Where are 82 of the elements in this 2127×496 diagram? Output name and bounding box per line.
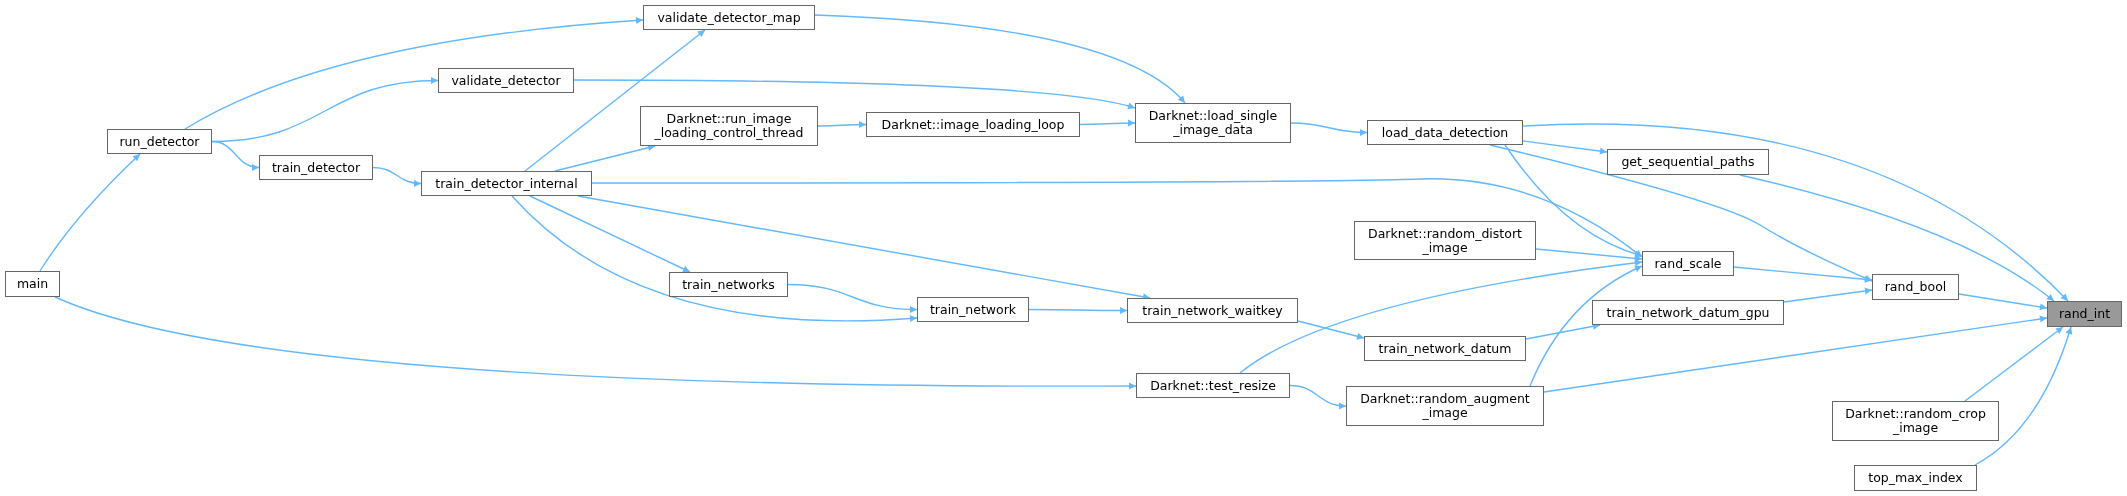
arrow	[211, 140, 260, 171]
arrow	[1079, 119, 1136, 127]
function-name: rand_scale	[1654, 256, 1722, 271]
function-name: train_detector	[271, 160, 361, 175]
function-box	[1642, 251, 1734, 276]
arrow	[1783, 287, 1873, 303]
arrow	[817, 121, 867, 129]
arrow	[529, 195, 691, 273]
function-box	[917, 297, 1029, 322]
function-box	[640, 106, 818, 146]
function-name: rand_int	[2058, 307, 2111, 321]
function-box	[1364, 336, 1526, 361]
arrow	[372, 166, 422, 187]
arrow	[39, 153, 141, 272]
function-name: Darknet::random_crop _image	[1844, 407, 1987, 435]
function-box	[1346, 386, 1544, 426]
arrow	[1522, 140, 1608, 155]
arrow	[54, 296, 1137, 390]
function-name: load_data_detection	[1381, 125, 1509, 140]
arrow	[814, 14, 1186, 104]
arrow	[1522, 123, 2069, 302]
function-name: train_network_datum_gpu	[1606, 305, 1770, 320]
function-box	[2047, 301, 2122, 327]
function-box	[1135, 103, 1291, 143]
function-name: Darknet::image_loading_loop	[881, 117, 1065, 132]
function-box	[866, 112, 1080, 137]
arrow	[1739, 174, 2055, 302]
arrow	[1289, 384, 1347, 410]
function-name: Darknet::random_distort _image	[1367, 226, 1523, 255]
arrow	[1964, 326, 2064, 402]
function-box	[259, 155, 373, 180]
arrow	[1529, 265, 1643, 387]
function-box	[5, 271, 60, 297]
function-name: train_detector_internal	[435, 176, 578, 191]
function-name: Darknet::random_augment _image	[1359, 392, 1531, 420]
function-name: Darknet::load_single _image_data	[1147, 109, 1279, 137]
function-box	[1872, 274, 1959, 300]
arrow	[554, 144, 656, 172]
arrow	[1028, 307, 1128, 314]
function-name: validate_detector	[451, 73, 561, 88]
arrow	[1733, 266, 1873, 283]
function-box	[1832, 401, 1999, 441]
function-name: rand_bool	[1884, 280, 1947, 294]
function-name: Darknet::test_resize	[1150, 378, 1276, 393]
arrow	[1543, 315, 2048, 393]
arrow	[1290, 122, 1368, 136]
arrow	[1974, 326, 2073, 466]
function-name: main	[16, 277, 49, 291]
function-name: Darknet::run_image _loading_control_thread	[653, 112, 805, 140]
function-name: train_network	[929, 302, 1017, 317]
function-name: train_network_datum	[1378, 341, 1512, 356]
function-box	[438, 68, 574, 93]
arrow	[787, 283, 918, 313]
function-box	[1592, 300, 1784, 325]
function-name: train_networks	[682, 277, 775, 292]
function-name: get_sequential_paths	[1621, 155, 1755, 169]
function-box	[669, 272, 788, 297]
arrow	[1297, 320, 1365, 340]
arrow	[1525, 322, 1601, 340]
function-box	[1367, 120, 1523, 145]
arrow	[591, 178, 1643, 258]
arrow	[1504, 144, 1643, 258]
arrow	[1958, 293, 2048, 311]
function-box	[1127, 298, 1298, 323]
function-name: validate_detector_map	[657, 10, 801, 25]
function-box	[1854, 465, 1977, 491]
function-box	[107, 129, 212, 154]
arrow	[1535, 248, 1643, 262]
function-box	[421, 171, 592, 196]
function-box	[1354, 221, 1536, 260]
arrow	[1489, 144, 1873, 282]
arrow	[184, 17, 644, 130]
function-box	[643, 5, 815, 30]
function-box	[1136, 373, 1290, 398]
function-name: top_max_index	[1868, 471, 1963, 485]
arrow	[1239, 259, 1643, 374]
arrow	[524, 29, 706, 172]
function-name: train_network_waitkey	[1142, 303, 1283, 318]
function-box	[1607, 149, 1769, 175]
arrow	[511, 195, 918, 322]
arrow	[573, 79, 1136, 110]
function-name: run_detector	[119, 134, 200, 149]
